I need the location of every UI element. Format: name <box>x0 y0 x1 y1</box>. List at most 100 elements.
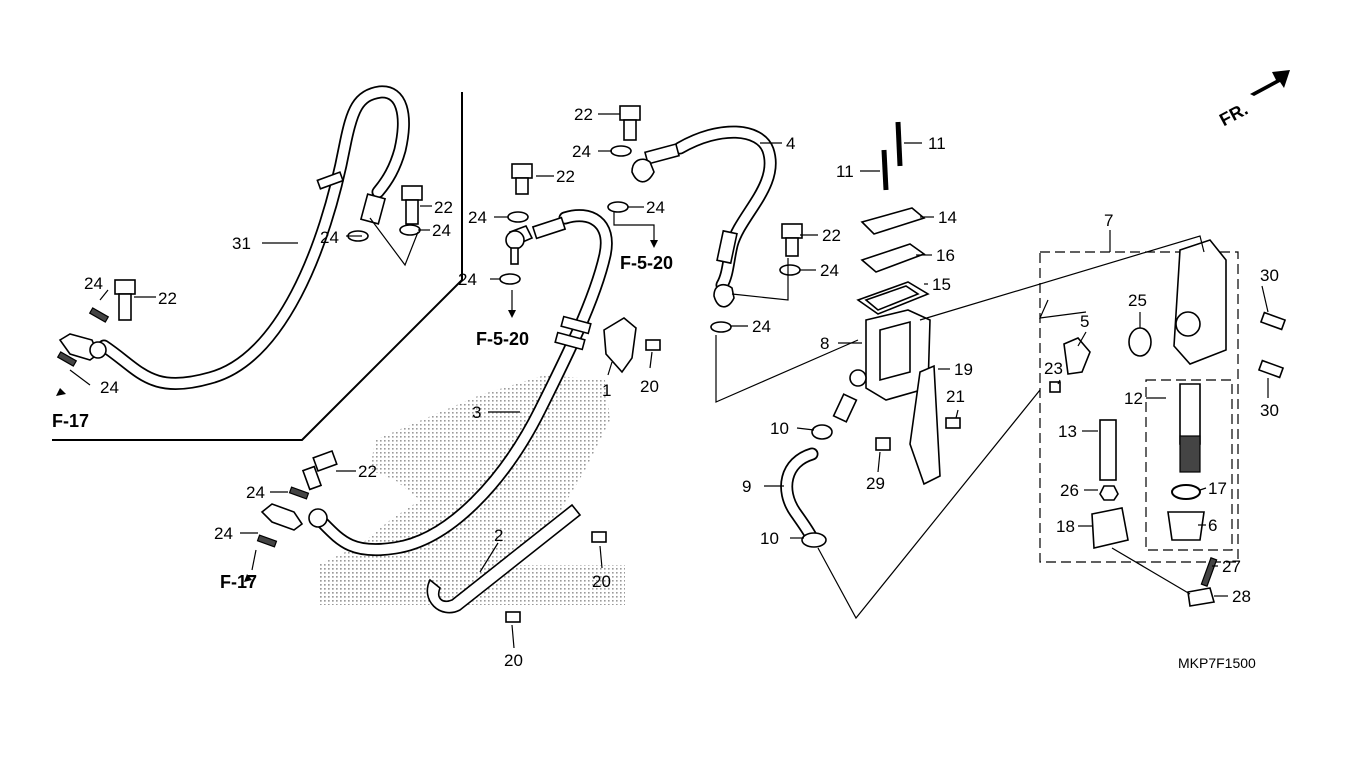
callout-24: 24 <box>432 221 451 240</box>
ref-f520-upper: F-5-20 <box>620 253 673 273</box>
callout-26: 26 <box>1060 481 1079 500</box>
pin-23 <box>1049 381 1061 393</box>
callout-22: 22 <box>434 198 453 217</box>
callout-24: 24 <box>646 198 665 217</box>
callout-24: 24 <box>468 208 487 227</box>
pushrod-kit-7 <box>1039 239 1287 607</box>
reservoir-hose-9 <box>780 424 833 548</box>
reservoir-cap-14 <box>860 207 926 235</box>
hose-guide-2 <box>426 503 607 623</box>
section-divider <box>52 92 463 441</box>
ref-f17-bottom: F-17 <box>220 572 257 592</box>
diagram-code: MKP7F1500 <box>1178 655 1256 671</box>
callout-31: 31 <box>232 234 251 253</box>
brake-hose-3 <box>260 209 613 557</box>
bolt-29 <box>875 437 891 451</box>
callout-19: 19 <box>954 360 973 379</box>
brake-hose-31 <box>58 85 410 391</box>
callout-8: 8 <box>820 334 829 353</box>
callout-23: 23 <box>1044 359 1063 378</box>
banjo-bolts <box>56 105 803 548</box>
bolt-30-a <box>1259 311 1287 331</box>
o-ring-25 <box>1128 327 1152 357</box>
callout-14: 14 <box>938 208 957 227</box>
diaphragm-plate-16 <box>860 243 926 273</box>
callout-24: 24 <box>320 228 339 247</box>
hose-clip-10-a <box>811 424 833 440</box>
callout-11: 11 <box>928 134 946 153</box>
bracket-19 <box>909 364 941 486</box>
callout-22: 22 <box>556 167 575 186</box>
boot <box>1179 435 1201 473</box>
hose-clamp-1 <box>603 317 661 374</box>
callout-24: 24 <box>752 317 771 336</box>
joint-18 <box>1091 507 1129 549</box>
callout-20: 20 <box>504 651 523 670</box>
callout-20: 20 <box>640 377 659 396</box>
callout-7: 7 <box>1104 211 1113 230</box>
callout-6: 6 <box>1208 516 1217 535</box>
callout-16: 16 <box>936 246 955 265</box>
master-cylinder-8 <box>832 309 931 423</box>
hose-clip-10-b <box>801 532 827 548</box>
brake-hose-4 <box>631 125 777 308</box>
joint-5 <box>1063 337 1091 375</box>
front-direction-arrow <box>1250 70 1290 96</box>
joint-pin-28 <box>1187 587 1216 607</box>
callout-24: 24 <box>100 378 119 397</box>
cotter-pin-27 <box>1200 557 1218 587</box>
callout-labels: 31 24 22 24 22 24 24 22 24 22 24 24 24 4… <box>84 105 1279 670</box>
callout-9: 9 <box>742 477 751 496</box>
front-label: FR. <box>1216 99 1251 130</box>
callout-28: 28 <box>1232 587 1251 606</box>
callout-22: 22 <box>574 105 593 124</box>
callout-22: 22 <box>822 226 841 245</box>
nut-26 <box>1099 485 1119 501</box>
bolt-22-f <box>301 449 338 491</box>
circlip-17 <box>1171 484 1201 500</box>
callout-25: 25 <box>1128 291 1147 310</box>
washer-24 <box>56 145 801 548</box>
callout-12: 12 <box>1124 389 1143 408</box>
bolt-22-e <box>781 223 803 257</box>
callout-20: 20 <box>592 572 611 591</box>
callout-22: 22 <box>158 289 177 308</box>
reference-arrows <box>56 240 658 582</box>
callout-24: 24 <box>214 524 233 543</box>
callout-24: 24 <box>820 261 839 280</box>
bolt-22-a <box>114 279 136 321</box>
callout-2: 2 <box>494 526 503 545</box>
callout-21: 21 <box>946 387 965 406</box>
bolt-22-d <box>619 105 641 141</box>
callout-24: 24 <box>246 483 265 502</box>
ref-f17-left: F-17 <box>52 411 89 431</box>
callout-27: 27 <box>1222 557 1241 576</box>
spring-12 <box>1179 383 1201 445</box>
callout-30: 30 <box>1260 401 1279 420</box>
bolt-22-b <box>401 185 423 225</box>
callout-18: 18 <box>1056 517 1075 536</box>
bolt-30-b <box>1257 359 1285 379</box>
callout-30: 30 <box>1260 266 1279 285</box>
callout-1: 1 <box>602 381 611 400</box>
ref-f520-lower: F-5-20 <box>476 329 529 349</box>
callout-22: 22 <box>358 462 377 481</box>
callout-15: 15 <box>932 275 951 294</box>
callout-24: 24 <box>572 142 591 161</box>
callout-29: 29 <box>866 474 885 493</box>
callout-13: 13 <box>1058 422 1077 441</box>
callout-17: 17 <box>1208 479 1227 498</box>
pushrod-13 <box>1099 419 1117 481</box>
callout-24: 24 <box>84 274 103 293</box>
callout-4: 4 <box>786 134 795 153</box>
callout-10: 10 <box>760 529 779 548</box>
diaphragm-15 <box>856 281 930 315</box>
callout-24: 24 <box>458 270 477 289</box>
callout-5: 5 <box>1080 312 1089 331</box>
callout-11: 11 <box>836 162 854 181</box>
piston-body <box>1173 239 1227 365</box>
callout-10: 10 <box>770 419 789 438</box>
bolt-21 <box>945 417 961 429</box>
leader-lines <box>69 113 1269 649</box>
